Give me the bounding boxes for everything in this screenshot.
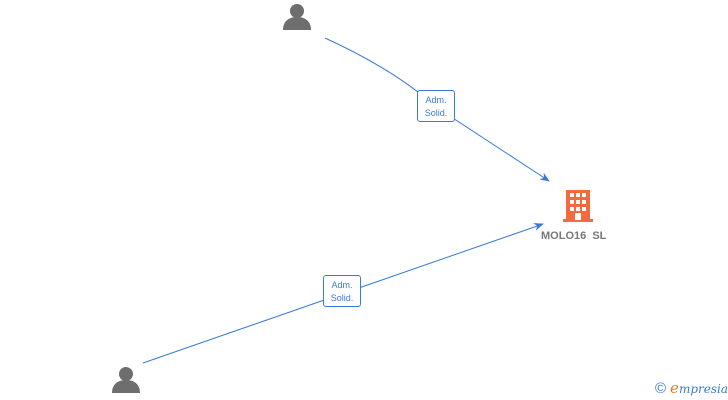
edge-label-line2: Solid. (330, 293, 354, 303)
edge-label-line1: Adm. (425, 95, 447, 105)
person-icon[interactable] (283, 4, 311, 30)
watermark: © empresia (655, 378, 728, 398)
edge-label-line1: Adm. (331, 280, 353, 290)
person-icon[interactable] (112, 367, 140, 393)
brand-logo: empresia (670, 379, 728, 397)
building-icon[interactable] (563, 190, 593, 222)
edge-label-line2: Solid. (424, 108, 448, 118)
copyright-icon: © (654, 379, 667, 397)
company-name-label[interactable]: MOLO16 SL (541, 230, 607, 242)
edge-label-bottom[interactable]: Adm. Solid. (323, 275, 361, 307)
brand-logo-rest: mpresia (678, 382, 728, 396)
edge-label-top[interactable]: Adm. Solid. (417, 90, 455, 122)
brand-logo-e: e (670, 379, 679, 397)
